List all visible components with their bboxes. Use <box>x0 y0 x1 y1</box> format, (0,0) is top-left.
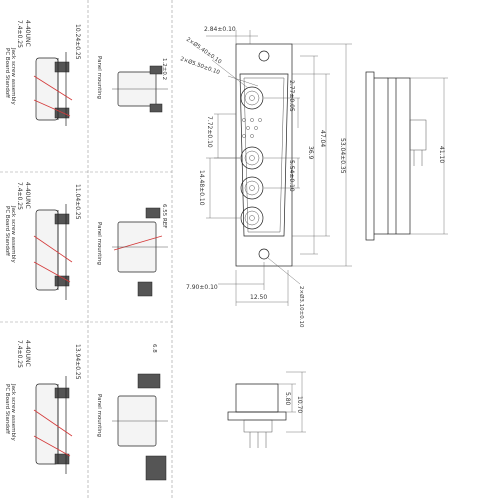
variant-note-c: Panel mounting <box>96 56 102 99</box>
variant-note-a: PC Board Standoff <box>4 384 10 434</box>
variant-side-dim: 6.8 <box>151 344 157 353</box>
coax-contact <box>240 176 264 200</box>
bottom-flange <box>227 411 287 421</box>
mount-hole-bottom <box>258 248 270 260</box>
bottom-view: 5.80 10.70 <box>227 371 306 448</box>
dim-mount-hole: 2×Ø3.10±0.10 <box>298 286 305 328</box>
side-flange <box>365 71 375 241</box>
dim-bottom-a: 5.80 <box>284 392 291 406</box>
front-view: 2.84±0.10 2×Ø5.40±0.10 2×Ø5.50±0.10 2.77… <box>179 26 352 328</box>
dim-width: 12.50 <box>250 294 267 301</box>
variant-note-c: Panel mounting <box>96 394 102 437</box>
dim-top-offset: 2.84±0.10 <box>204 26 236 33</box>
connector-front-sketch <box>112 207 168 297</box>
variant-note-b: Jack screw assembly <box>10 47 16 105</box>
dim-row-c: 14.48±0.10 <box>198 170 205 206</box>
coax-contact <box>240 146 264 170</box>
connector-side-sketch <box>33 52 73 126</box>
side-view: 41.10 <box>365 71 448 241</box>
variant-length: 11.04±0.25 <box>74 184 81 220</box>
connector-side-sketch <box>33 204 73 300</box>
connector-side-sketch <box>33 376 73 474</box>
variant-note-a: PC Board Standoff <box>4 48 10 98</box>
mount-variants-panel: 4-40UNC 7.4±0.25 10.24±0.25 1.2±0.2 PC B… <box>0 0 173 500</box>
mount-variant-1: 4-40UNC 7.4±0.25 10.24±0.25 1.2±0.2 PC B… <box>4 20 168 126</box>
variant-side-dim: 1.2±0.2 <box>161 58 167 80</box>
coax-contact <box>240 86 264 110</box>
variant-note-b: Jack screw assembly <box>10 383 16 441</box>
dim-row-b: 7.72±0.10 <box>206 116 213 148</box>
mount-variant-3: 4-40UNC 7.4±0.25 13.94±0.25 6.8 PC Board… <box>4 340 168 481</box>
dim-pitch-b: 36.9 <box>307 146 314 160</box>
bottom-body <box>235 383 279 413</box>
connector-front-sketch <box>112 65 168 113</box>
variant-thickness: 7.4±0.25 <box>16 182 23 210</box>
variant-length: 13.94±0.25 <box>74 344 81 380</box>
variant-note-b: Jack screw assembly <box>10 205 16 263</box>
dim-pitch-a: 5.54±0.10 <box>288 160 295 192</box>
signal-pins <box>242 118 262 138</box>
connector-front-sketch <box>112 373 168 481</box>
variant-thread: 4-40UNC <box>24 182 31 209</box>
variant-thickness: 7.4±0.25 <box>16 20 23 48</box>
dim-overall-a: 47.04 <box>319 130 326 147</box>
coax-contact <box>240 206 264 230</box>
mount-hole-top <box>258 50 270 62</box>
dim-side-height: 41.10 <box>438 146 445 163</box>
front-dimension-lines <box>206 30 352 306</box>
variant-thread: 4-40UNC <box>24 340 31 367</box>
variant-note-c: Panel mounting <box>96 222 102 265</box>
variant-thickness: 7.4±0.25 <box>16 340 23 368</box>
variant-thread: 4-40UNC <box>24 20 31 47</box>
dim-overall-b: 53.04±0.35 <box>339 138 346 174</box>
dim-row-a: 2.77±0.05 <box>288 80 295 112</box>
shell-outline <box>239 73 289 237</box>
variant-note-a: PC Board Standoff <box>4 206 10 256</box>
variant-length: 10.24±0.25 <box>74 24 81 60</box>
dim-bottom-offset: 7.90±0.10 <box>186 284 218 291</box>
mount-variant-2: 4-40UNC 7.4±0.25 11.04±0.25 6.55 REF PC … <box>4 182 168 300</box>
variant-side-dim: 6.55 REF <box>161 204 167 228</box>
side-body <box>387 77 411 235</box>
flange-outline <box>235 43 293 267</box>
dim-bottom-b: 10.70 <box>296 396 303 413</box>
